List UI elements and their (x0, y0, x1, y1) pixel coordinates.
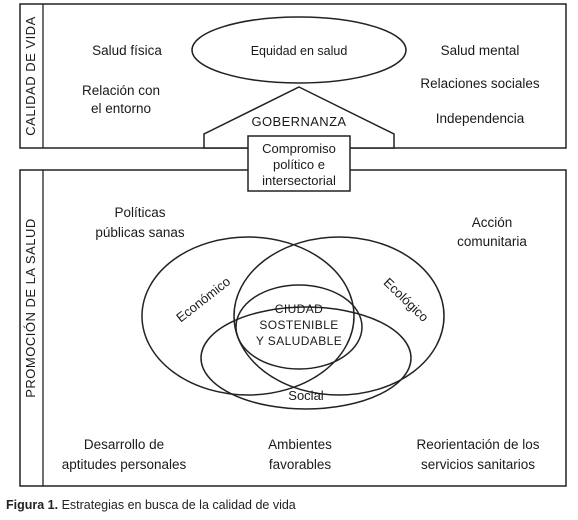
environment-relation-line2: el entorno (91, 101, 151, 116)
commitment-line3: intersectorial (262, 173, 336, 188)
city-line1: CIUDAD (275, 302, 323, 316)
city-line3: Y SALUDABLE (256, 334, 342, 348)
supportive-environments-line1: Ambientes (268, 437, 332, 452)
social-relations-label: Relaciones sociales (420, 76, 540, 91)
health-promotion-label: PROMOCIÓN DE LA SALUD (23, 218, 38, 398)
figure-caption-label: Figura 1. (6, 498, 59, 512)
economic-ellipse (141, 236, 355, 396)
health-promotion-box (19, 169, 567, 487)
ecological-ellipse (233, 236, 445, 396)
supportive-environments-line2: favorables (269, 457, 332, 472)
public-policies-line1: Políticas (114, 205, 165, 220)
mental-health-label: Salud mental (441, 43, 520, 58)
quality-of-life-label: CALIDAD DE VIDA (23, 16, 38, 135)
public-policies-line2: públicas sanas (95, 225, 185, 240)
health-services-line1: Reorientación de los (416, 437, 539, 452)
environment-relation-line1: Relación con (82, 83, 160, 98)
ecological-label: Ecológico (381, 275, 432, 325)
sustainable-city-ellipse (235, 284, 363, 370)
health-services-line2: servicios sanitarios (421, 457, 535, 472)
personal-skills-line2: aptitudes personales (62, 457, 187, 472)
independence-label: Independencia (436, 111, 525, 126)
figure-caption-text: Estrategias en busca de la calidad de vi… (61, 498, 296, 512)
commitment-box (247, 135, 351, 192)
city-line2: SOSTENIBLE (259, 318, 338, 332)
social-ellipse (200, 306, 412, 410)
personal-skills-line1: Desarrollo de (84, 437, 164, 452)
figure-caption: Figura 1. Estrategias en busca de la cal… (6, 498, 296, 512)
community-action-line1: Acción (472, 215, 513, 230)
economic-label: Económico (173, 274, 233, 325)
commitment-line1: Compromiso (262, 141, 336, 156)
commitment-line2: político e (273, 157, 325, 172)
equity-label: Equidad en salud (251, 44, 348, 58)
physical-health-label: Salud física (92, 43, 162, 58)
equity-oval (191, 16, 407, 84)
community-action-line2: comunitaria (457, 234, 527, 249)
social-label: Social (288, 388, 324, 403)
diagram: CALIDAD DE VIDA Equidad en salud Salud f… (19, 3, 567, 487)
governance-label: GOBERNANZA (251, 114, 346, 129)
